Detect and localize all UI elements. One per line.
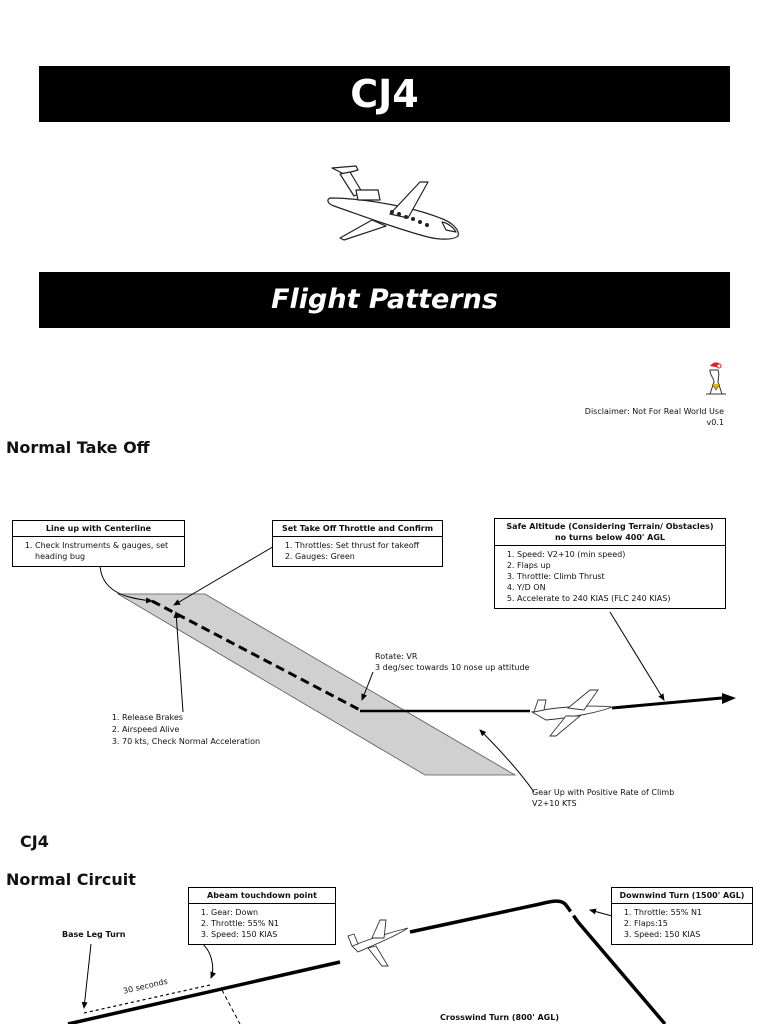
version-text: v0.1 [706,418,724,427]
mascot-logo-icon [706,362,726,395]
abeam-item: Throttle: 55% N1 [211,918,331,929]
downwind-title: Downwind Turn (1500' AGL) [612,888,752,904]
rotate-leader [361,671,374,701]
gearup-line-1: Gear Up with Positive Rate of Climb [532,788,675,797]
downwind-leg-b [409,899,568,934]
disclaimer: Disclaimer: Not For Real World Use v0.1 [585,406,724,428]
circuit-heading: Normal Circuit [6,870,136,889]
abeam-leader [199,941,217,979]
safealt-subtitle: no turns below 400' AGL [554,533,666,542]
gearup-note: Gear Up with Positive Rate of Climb V2+1… [532,787,674,809]
crosswind-leg [576,920,667,1024]
safealt-header: Safe Altitude (Considering Terrain/ Obst… [495,519,725,546]
safealt-item: Throttle: Climb Thrust [517,571,721,582]
gearup-leader [479,729,535,793]
settakeoff-item: Gauges: Green [295,551,438,562]
brakes-item: 70 kts, Check Normal Acceleration [122,736,290,748]
rotate-note: Rotate: VR 3 deg/sec towards 10 nose up … [375,651,529,673]
abeam-item: Gear: Down [211,907,331,918]
departure-arrowhead [722,693,736,704]
lineup-title: Line up with Centerline [13,521,184,537]
runway-centerline [151,599,361,712]
settakeoff-callout: Set Take Off Throttle and Confirm Thrott… [272,520,443,567]
safealt-item: Speed: V2+10 (min speed) [517,549,721,560]
rotate-line-2: 3 deg/sec towards 10 nose up attitude [375,663,530,672]
abeam-callout: Abeam touchdown point Gear: Down Throttl… [188,887,336,945]
takeoff-heading: Normal Take Off [6,438,150,457]
runway [116,593,517,776]
rotate-line-1: Rotate: VR [375,652,418,661]
safealt-leader [609,611,665,701]
lineup-item: Check Instruments & gauges, set heading … [35,540,180,562]
downwind-leg-a [67,960,341,1024]
safealt-item: Flaps up [517,560,721,571]
base-leg-leader [81,943,92,1009]
departure-path [611,696,723,710]
brakes-leader [173,611,184,713]
crosswind-label: Crosswind Turn (800' AGL) [440,1013,559,1022]
downwind-turn [564,903,580,924]
aircraft-illustration [327,165,459,241]
document-title: CJ4 [350,72,419,116]
abeam-dashed-line [221,989,241,1024]
downwind-callout: Downwind Turn (1500' AGL) Throttle: 55% … [611,887,753,945]
circuit-aircraft-label: CJ4 [20,832,49,851]
brakes-note: Release Brakes Airspeed Alive 70 kts, Ch… [100,712,290,748]
abeam-item: Speed: 150 KIAS [211,929,331,940]
disclaimer-text: Disclaimer: Not For Real World Use [584,407,724,416]
subtitle-banner: Flight Patterns [39,272,730,328]
abeam-title: Abeam touchdown point [189,888,335,904]
document-subtitle: Flight Patterns [271,284,498,315]
safealt-callout: Safe Altitude (Considering Terrain/ Obst… [494,518,726,609]
lineup-callout: Line up with Centerline Check Instrument… [12,520,185,567]
settakeoff-item: Throttles: Set thrust for takeoff [295,540,438,551]
safealt-item: Y/D ON [517,582,721,593]
jet-icon-circuit [347,919,409,967]
downwind-item: Speed: 150 KIAS [634,929,748,940]
base-leg-label: Base Leg Turn [62,930,126,939]
brakes-item: Airspeed Alive [122,724,290,736]
jet-icon-takeoff [530,689,613,737]
downwind-leader [589,908,613,917]
settakeoff-leader [173,544,277,606]
settakeoff-title: Set Take Off Throttle and Confirm [273,521,442,537]
brakes-item: Release Brakes [122,712,290,724]
gearup-line-2: V2+10 KTS [532,799,577,808]
safealt-item: Accelerate to 240 KIAS (FLC 240 KIAS) [517,593,721,604]
safealt-title: Safe Altitude (Considering Terrain/ Obst… [506,522,714,531]
lineup-leader [99,565,153,604]
title-banner: CJ4 [39,66,730,122]
downwind-item: Flaps:15 [634,918,748,929]
downwind-item: Throttle: 55% N1 [634,907,748,918]
